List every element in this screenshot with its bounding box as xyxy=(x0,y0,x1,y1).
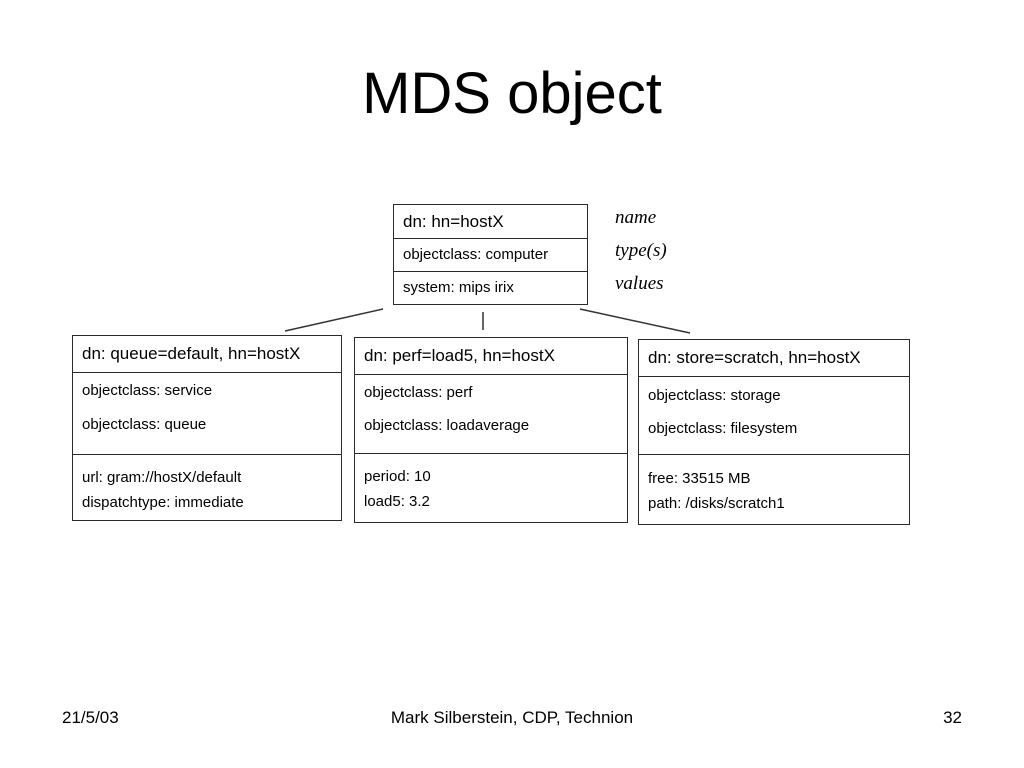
perf-dn: dn: perf=load5, hn=hostX xyxy=(355,338,627,375)
root-entry-box: dn: hn=hostX objectclass: computer syste… xyxy=(393,204,588,305)
root-objectclass: objectclass: computer xyxy=(394,239,587,272)
perf-value-2: load5: 3.2 xyxy=(364,493,430,510)
store-objectclasses: objectclass: storage objectclass: filesy… xyxy=(639,377,909,455)
perf-value-1: period: 10 xyxy=(364,468,431,485)
queue-values: url: gram://hostX/default dispatchtype: … xyxy=(73,455,341,515)
queue-objectclasses: objectclass: service objectclass: queue xyxy=(73,373,341,455)
store-objectclass-1: objectclass: storage xyxy=(648,387,781,404)
perf-objectclass-1: objectclass: perf xyxy=(364,384,473,401)
perf-objectclasses: objectclass: perf objectclass: loadavera… xyxy=(355,375,627,454)
store-value-1: free: 33515 MB xyxy=(648,470,751,487)
root-system: system: mips irix xyxy=(403,279,514,296)
label-values: values xyxy=(615,273,664,294)
queue-objectclass-2: objectclass: queue xyxy=(82,416,207,433)
perf-entry-box: dn: perf=load5, hn=hostX objectclass: pe… xyxy=(354,337,628,523)
queue-value-1: url: gram://hostX/default xyxy=(82,469,242,486)
store-entry-box: dn: store=scratch, hn=hostX objectclass:… xyxy=(638,339,910,525)
queue-entry-box: dn: queue=default, hn=hostX objectclass:… xyxy=(72,335,342,521)
queue-objectclass-1: objectclass: service xyxy=(82,382,213,399)
slide-title: MDS object xyxy=(362,61,662,126)
store-values: free: 33515 MB path: /disks/scratch1 xyxy=(639,455,909,516)
queue-dn: dn: queue=default, hn=hostX xyxy=(73,336,341,373)
store-dn: dn: store=scratch, hn=hostX xyxy=(639,340,909,377)
connector-root-store xyxy=(579,308,691,334)
label-name: name xyxy=(615,207,657,228)
footer-page-number: 32 xyxy=(943,708,962,727)
store-objectclass-2: objectclass: filesystem xyxy=(648,420,798,437)
label-types: type(s) xyxy=(615,240,667,261)
footer-author: Mark Silberstein, CDP, Technion xyxy=(390,708,634,727)
root-dn: dn: hn=hostX xyxy=(394,205,587,239)
connector-root-queue xyxy=(284,308,384,332)
footer-date: 21/5/03 xyxy=(62,708,119,727)
queue-value-2: dispatchtype: immediate xyxy=(82,494,244,511)
perf-values: period: 10 load5: 3.2 xyxy=(355,454,627,514)
perf-objectclass-2: objectclass: loadaverage xyxy=(364,417,530,434)
store-value-2: path: /disks/scratch1 xyxy=(648,495,785,512)
